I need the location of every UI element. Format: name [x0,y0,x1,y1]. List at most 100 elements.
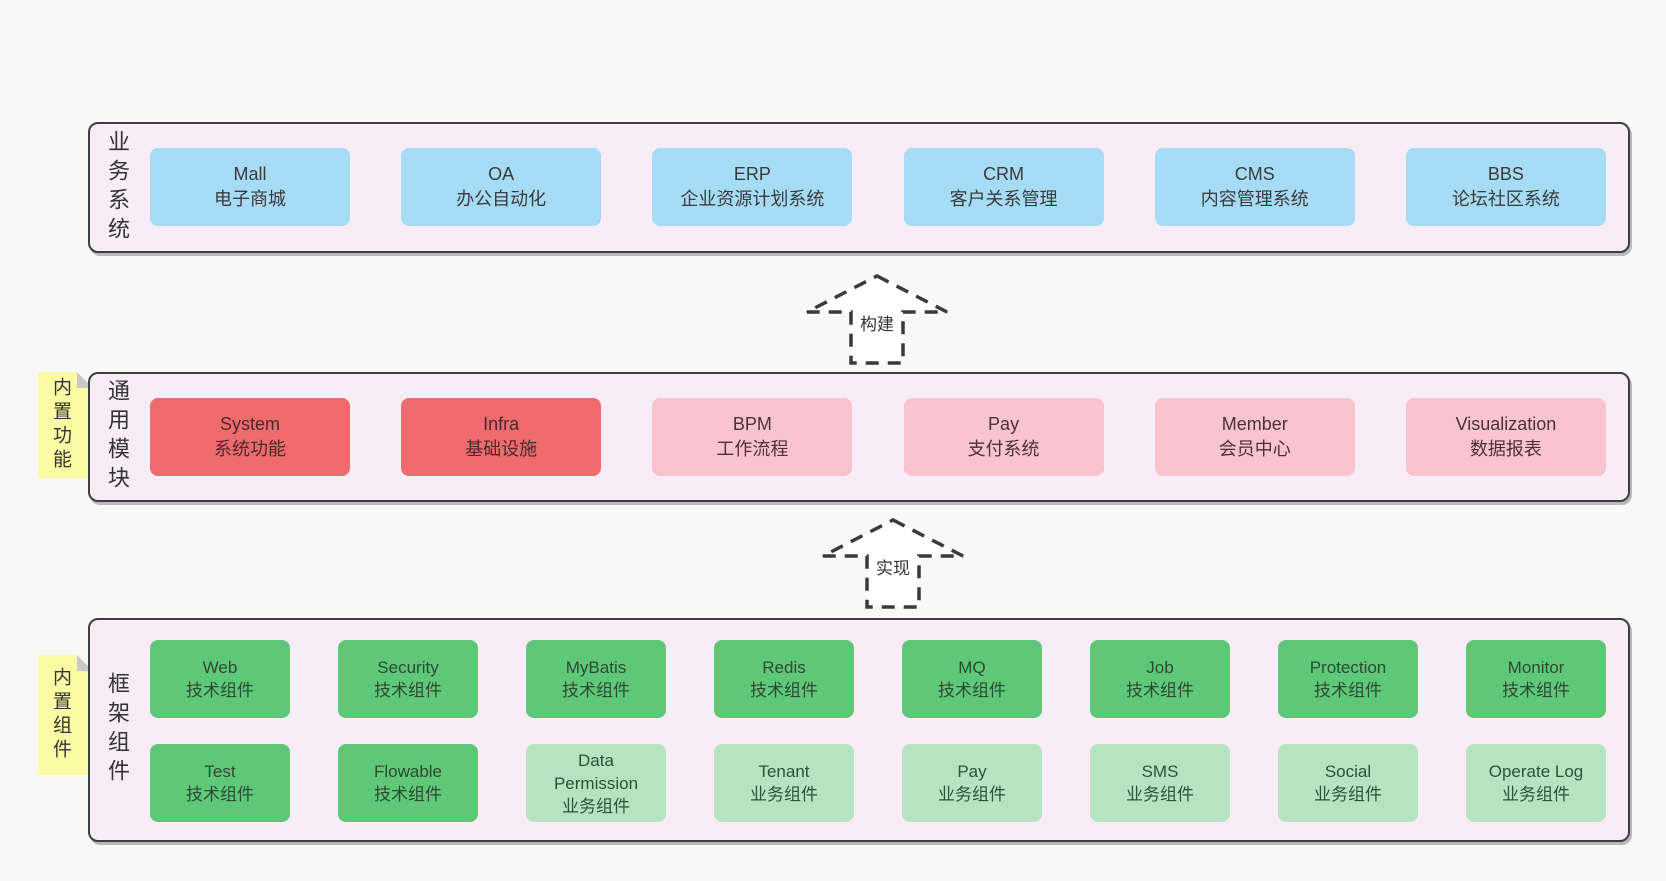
box-desc: 业务组件 [1314,785,1382,804]
box-name: Test [204,762,236,781]
box-name: BPM [732,414,772,434]
box-desc: 系统功能 [214,439,286,459]
box-name: Social [1324,762,1372,781]
box-desc: 客户关系管理 [949,189,1058,209]
box-name: System [219,414,280,434]
business-box-row: Mall 电子商城 OA 办公自动化 ERP 企业资源计划系统 CRM 客户关系… [150,148,1606,226]
box-desc: 业务组件 [750,785,818,804]
components-layer-label: 框架组件 [105,672,130,788]
box-desc: 技术组件 [186,681,254,700]
build-arrow-label: 构建 [860,315,894,334]
common-modules-layer: 通用模块 System 系统功能 Infra 基础设施 BPM 工作流程 Pay… [88,372,1630,502]
box-name: Tenant [758,762,810,781]
component-box-mybatis: MyBatis 技术组件 [526,640,666,718]
module-box-infra: Infra 基础设施 [401,398,602,476]
module-box-bpm: BPM 工作流程 [652,398,853,476]
implement-arrow: 实现 [822,518,964,609]
component-box-monitor: Monitor 技术组件 [1466,640,1606,718]
box-desc: 企业资源计划系统 [680,189,825,209]
box-desc: 业务组件 [562,796,630,816]
box-desc: 技术组件 [374,681,442,700]
module-box-member: Member 会员中心 [1154,398,1355,476]
box-desc: 会员中心 [1218,439,1291,459]
build-arrow: 构建 [806,274,948,365]
implement-arrow-label: 实现 [876,559,910,578]
box-name: SMS [1141,762,1179,781]
box-name: Infra [483,414,520,434]
box-name: Pay [957,762,987,781]
box-desc: 工作流程 [716,439,789,459]
business-box-oa: OA 办公自动化 [401,148,602,226]
box-desc: 技术组件 [562,681,630,700]
module-box-pay: Pay 支付系统 [903,398,1104,476]
box-desc: 论坛社区系统 [1451,189,1560,209]
business-box-bbs: BBS 论坛社区系统 [1405,148,1606,226]
business-box-mall: Mall 电子商城 [150,148,350,226]
box-name: OA [488,164,515,184]
component-box-test: Test 技术组件 [150,744,290,822]
box-desc: 支付系统 [967,439,1040,459]
framework-components-layer: 框架组件 Web 技术组件 Security 技术组件 MyBatis 技术组件… [88,618,1630,842]
box-desc: 技术组件 [1314,681,1382,700]
box-desc: 技术组件 [938,681,1006,700]
component-box-job: Job 技术组件 [1090,640,1230,718]
box-name: Flowable [373,762,443,781]
box-desc: 业务组件 [1126,785,1194,804]
box-name: MyBatis [565,658,627,677]
box-name: ERP [733,164,771,184]
component-box-social: Social 业务组件 [1278,744,1418,822]
component-box-security: Security 技术组件 [338,640,478,718]
box-desc: 办公自动化 [456,189,547,209]
box-name: BBS [1487,164,1524,184]
business-systems-layer: 业务系统 Mall 电子商城 OA 办公自动化 ERP 企业资源计划系统 CRM… [88,122,1630,253]
modules-layer-label: 通用模块 [105,379,130,495]
component-box-pay: Pay 业务组件 [902,744,1042,822]
build-arrow-shape [806,274,948,365]
box-name: Monitor [1507,658,1565,677]
box-name: Visualization [1455,414,1557,434]
box-name: Mall [233,164,267,184]
component-box-web: Web 技术组件 [150,640,290,718]
component-box-mq: MQ 技术组件 [902,640,1042,718]
components-row-1: Web 技术组件 Security 技术组件 MyBatis 技术组件 Redi… [150,640,1606,718]
box-name: CRM [983,164,1025,184]
box-desc: 技术组件 [750,681,818,700]
business-box-cms: CMS 内容管理系统 [1154,148,1355,226]
box-name: Job [1146,658,1174,677]
note-text: 内置组件 [50,667,71,763]
box-desc: 内容管理系统 [1200,189,1309,209]
box-name: CMS [1234,164,1275,184]
component-box-flowable: Flowable 技术组件 [338,744,478,822]
business-box-crm: CRM 客户关系管理 [903,148,1104,226]
component-box-operate-log: Operate Log 业务组件 [1466,744,1606,822]
box-desc: 基础设施 [465,439,538,459]
box-name: Security [377,658,439,677]
box-name: Operate Log [1488,762,1584,781]
box-name: Protection [1309,658,1387,677]
component-box-tenant: Tenant 业务组件 [714,744,854,822]
box-desc: 业务组件 [1502,785,1570,804]
box-name: Redis [762,658,806,677]
box-name: MQ [958,658,986,677]
module-box-visualization: Visualization 数据报表 [1405,398,1606,476]
box-desc: 电子商城 [214,189,286,209]
business-box-erp: ERP 企业资源计划系统 [652,148,853,226]
component-box-protection: Protection 技术组件 [1278,640,1418,718]
box-name: Pay [988,414,1020,434]
box-desc: 技术组件 [1126,681,1194,700]
note-built-in-components: 内置组件 [38,655,93,775]
box-name: Data Permission [553,750,639,793]
box-desc: 业务组件 [938,785,1006,804]
box-name: Member [1221,414,1288,434]
implement-arrow-shape [822,518,964,609]
component-box-data-permission: Data Permission 业务组件 [526,744,666,822]
note-built-in-features: 内置功能 [38,372,93,478]
module-box-system: System 系统功能 [150,398,350,476]
component-box-redis: Redis 技术组件 [714,640,854,718]
business-layer-label: 业务系统 [105,129,130,246]
box-desc: 数据报表 [1469,439,1542,459]
box-desc: 技术组件 [186,785,254,804]
components-row-2: Test 技术组件 Flowable 技术组件 Data Permission … [150,744,1606,822]
box-desc: 技术组件 [1502,681,1570,700]
box-name: Web [202,658,238,677]
